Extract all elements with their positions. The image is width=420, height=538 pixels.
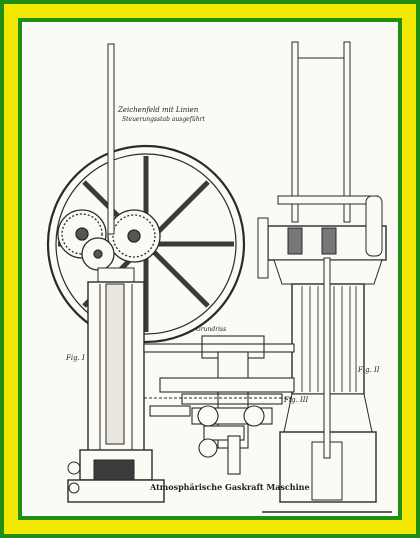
- drawing-caption: Atmosphärische Gaskraft Maschine: [150, 482, 310, 492]
- grundriss-label: Grundriss: [196, 326, 227, 333]
- cylinder-fig1: [67, 43, 165, 503]
- plan-view-fig3: [143, 335, 295, 475]
- fig2-label: Fig. II: [358, 366, 380, 374]
- engine-drawing-svg: [46, 41, 392, 513]
- top-note-line2: Steuerungsstab ausgeführt: [122, 116, 205, 123]
- column-engine-fig2: [257, 41, 392, 513]
- engineering-drawing: Zeichenfeld mit Linien Steuerungsstab au…: [22, 22, 398, 516]
- fig1-label: Fig. I: [66, 354, 85, 362]
- gears: [57, 209, 161, 271]
- fig3-label: Fig. III: [284, 396, 309, 404]
- top-note-line1: Zeichenfeld mit Linien: [118, 106, 199, 114]
